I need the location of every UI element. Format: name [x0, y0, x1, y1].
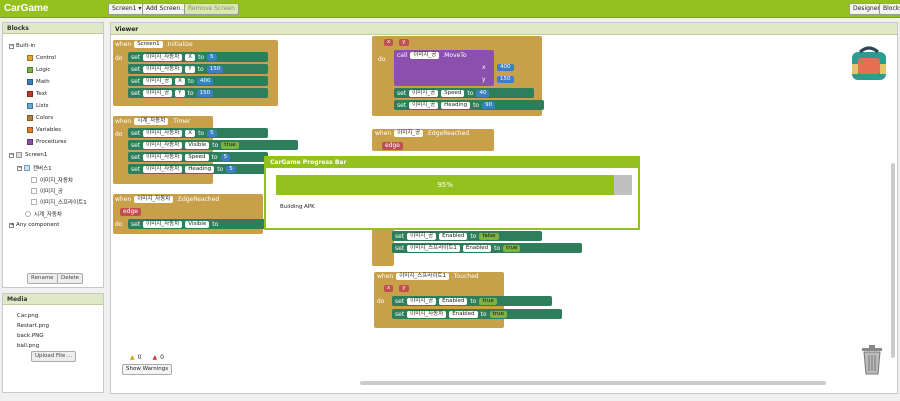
builtin-item-control[interactable]: Control	[27, 55, 56, 61]
category-icon	[27, 115, 33, 121]
trash-icon[interactable]	[860, 344, 884, 376]
moveto-y-value[interactable]: 150	[497, 76, 514, 83]
progress-dialog: CarGame Progress Bar 95% Building APK	[264, 156, 640, 230]
builtin-item-procedures[interactable]: Procedures	[27, 139, 67, 145]
warning-icon: ▲	[130, 354, 135, 361]
tree-item-clock[interactable]: 시계_자동차	[25, 210, 62, 218]
progress-bar: 95%	[276, 175, 632, 195]
progress-bar-fill: 95%	[276, 175, 615, 195]
builtin-item-math[interactable]: Math	[27, 79, 50, 85]
rename-button[interactable]: Rename	[27, 273, 58, 284]
error-icon: ▲	[152, 354, 158, 361]
progress-dialog-title: CarGame Progress Bar	[266, 158, 638, 168]
progress-percent: 95%	[437, 181, 453, 189]
edge-param[interactable]: edge	[120, 208, 141, 216]
viewer-title: Viewer	[111, 23, 897, 35]
media-file[interactable]: Restart.png	[17, 323, 49, 329]
app-title: CarGame	[4, 3, 49, 14]
upload-file-button[interactable]: Upload File ...	[31, 351, 77, 362]
builtin-node[interactable]: −Built-in	[9, 42, 36, 49]
media-panel-title: Media	[3, 294, 103, 305]
show-warnings-button[interactable]: Show Warnings	[122, 364, 173, 375]
builtin-item-colors[interactable]: Colors	[27, 115, 53, 121]
delete-button[interactable]: Delete	[57, 273, 84, 284]
backpack-icon[interactable]	[848, 44, 890, 84]
builtin-item-logic[interactable]: Logic	[27, 67, 50, 73]
clock-icon	[25, 211, 31, 217]
screen-dropdown[interactable]: Screen1 ▾	[108, 3, 146, 15]
sprite-icon	[31, 188, 37, 194]
edge-param[interactable]: edge	[382, 142, 403, 150]
media-file[interactable]: ball.png	[17, 343, 40, 349]
any-component-node[interactable]: +Any component	[9, 221, 60, 228]
category-icon	[27, 91, 33, 97]
moveto-x-value[interactable]: 400	[497, 64, 514, 71]
media-panel: Media Car.png Restart.png back.PNG ball.…	[2, 293, 104, 393]
error-count: 0	[160, 354, 164, 361]
tree-item-sprite1[interactable]: 이미지_스프라이트1	[31, 198, 87, 206]
category-icon	[27, 67, 33, 73]
vertical-scrollbar[interactable]	[891, 163, 895, 358]
canvas-icon	[24, 165, 30, 171]
blocks-panel-title: Blocks	[3, 23, 103, 34]
expand-icon[interactable]: +	[9, 221, 15, 228]
category-icon	[27, 79, 33, 85]
category-icon	[27, 139, 33, 145]
top-bar: CarGame Screen1 ▾ Add Screen ... Remove …	[0, 0, 900, 18]
sprite-icon	[31, 199, 37, 205]
category-icon	[27, 127, 33, 133]
collapse-icon[interactable]: −	[17, 164, 23, 171]
collapse-icon[interactable]: −	[9, 151, 15, 158]
horizontal-scrollbar[interactable]	[360, 381, 826, 385]
media-file[interactable]: Car.png	[17, 313, 39, 319]
canvas-node[interactable]: −캔버스1	[17, 164, 52, 172]
category-icon	[27, 55, 33, 61]
event-block-body[interactable]	[372, 226, 394, 266]
media-file[interactable]: back.PNG	[17, 333, 44, 339]
warning-count: 0	[137, 354, 142, 361]
tree-item-car[interactable]: 이미지_자동차	[31, 176, 73, 184]
blocks-button[interactable]: Blocks	[879, 3, 900, 15]
category-icon	[27, 103, 33, 109]
screen1-node[interactable]: −Screen1	[9, 151, 48, 158]
builtin-item-text[interactable]: Text	[27, 91, 47, 97]
progress-status: Building APK	[280, 204, 315, 210]
sprite-icon	[31, 177, 37, 183]
screen-field[interactable]: Screen1	[134, 41, 163, 48]
collapse-icon[interactable]: −	[9, 42, 15, 49]
screen-icon	[16, 152, 22, 158]
remove-screen-button[interactable]: Remove Screen	[184, 3, 239, 15]
builtin-item-lists[interactable]: Lists	[27, 103, 48, 109]
tree-item-ball[interactable]: 이미지_공	[31, 187, 63, 195]
builtin-item-variables[interactable]: Variables	[27, 127, 61, 133]
